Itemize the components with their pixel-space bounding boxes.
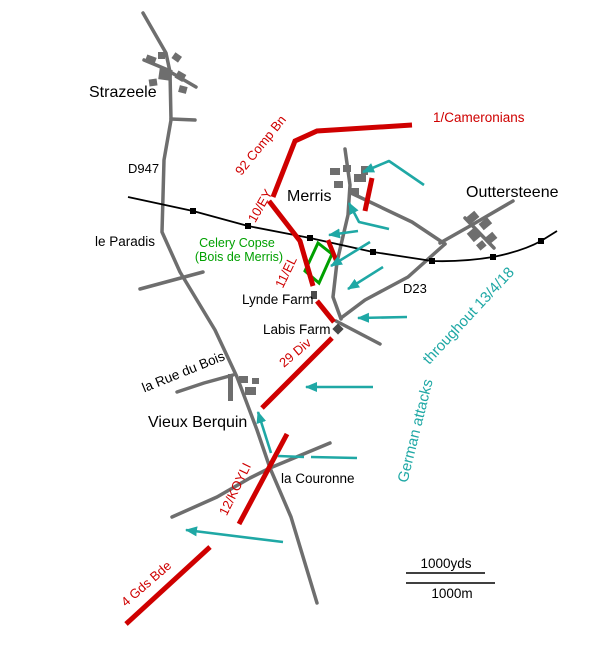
label-german-attacks: German attacks [395,377,437,484]
railway-tick [490,254,496,260]
road-merris-north-south [331,147,352,321]
village-vieux-berquin-blocks [228,374,259,401]
label-vieux-berquin: Vieux Berquin [148,414,247,431]
attack-arrow-lynde [347,265,384,291]
railway-tick [370,249,376,255]
road-strazeele-east-stub [169,117,197,122]
village-block [178,85,188,94]
railway-tick [190,208,196,214]
road-merris-to-outtersteene-junction [349,191,447,246]
label-outtersteene: Outtersteene [466,184,559,201]
label-strazeele: Strazeele [89,84,157,101]
label-lynde-farm: Lynde Farm [242,292,314,307]
attack-arrow-south [185,526,284,544]
lynde-farm-building [311,291,317,299]
railway-tick [429,258,435,264]
label-labis-farm: Labis Farm [263,322,331,337]
village-block [478,217,493,231]
railway-tick [245,223,251,229]
village-block [228,374,233,401]
front-line-10ey-11el [267,199,316,287]
village-block [466,210,480,224]
village-block [348,188,359,195]
celery-copse-outline [303,240,334,286]
attack-arrow-merris-s [347,202,390,231]
village-block [174,70,187,82]
front-line-cameronians-92compbn [270,122,413,198]
village-block [354,174,366,182]
village-block [239,376,248,383]
road-labis-se-stub [334,319,382,346]
village-block [330,168,340,175]
road-network [138,11,515,605]
village-block [245,387,256,395]
village-block [148,78,158,87]
village-strazeele-blocks [145,52,188,94]
village-block [158,68,173,81]
label-le-paradis: le Paradis [95,234,155,249]
label-merris: Merris [287,188,331,205]
village-block [476,240,487,251]
label-unit-4-gds-bde: 4 Gds Bde [118,558,174,610]
attack-arrow-labis [357,312,408,323]
front-line-lynde-labis [315,299,336,324]
village-block [171,52,182,63]
label-unit-92-comp-bn: 92 Comp Bn [232,112,289,178]
attack-arrow-copse [330,240,371,268]
attack-line-la-couronne-east [310,455,358,460]
german-attack-arrows [185,159,425,544]
village-block [343,165,351,172]
scale-bar: 1000yds 1000m [406,556,495,601]
label-unit-cameronians: 1/Cameronians [433,110,525,125]
village-block [466,227,481,243]
label-d947: D947 [128,161,159,176]
label-d23: D23 [403,281,427,296]
village-block [252,378,259,384]
road-la-rue-du-bois [175,373,235,394]
road-strazeele-nw-stub [142,58,170,72]
railway [127,196,558,264]
village-block [158,52,165,59]
attack-line-la-couronne-west [277,454,305,459]
front-line-4gdsbde [124,545,212,626]
label-celery-copse-line2: (Bois de Merris) [195,250,283,264]
scale-meters-label: 1000m [431,586,472,601]
scale-yards-label: 1000yds [420,556,471,571]
label-la-couronne: la Couronne [281,471,355,486]
village-block [145,54,157,64]
label-attacks-throughout: throughout 13/4/18 [420,264,518,368]
railway-line [127,196,558,263]
front-tick-merris-east [362,177,375,212]
attack-arrow-railway [328,228,359,239]
village-block [484,231,498,245]
front-line-12koyli [236,432,290,526]
attack-arrow-merris-ne [362,159,425,187]
british-front-lines [124,122,413,626]
attack-arrow-vieux-berquin [256,411,273,454]
village-outtersteene-blocks [466,210,498,251]
road-outtersteene-diagonal [438,199,515,245]
railway-tick [538,238,544,244]
front-line-29div [260,336,334,410]
label-celery-copse-line1: Celery Copse [199,236,275,250]
road-crossing-le-paradis [138,270,205,291]
labis-farm-building [332,323,344,335]
railway-tick [307,235,313,241]
village-block [334,181,343,188]
road-la-couronne-diagonal [170,441,332,519]
